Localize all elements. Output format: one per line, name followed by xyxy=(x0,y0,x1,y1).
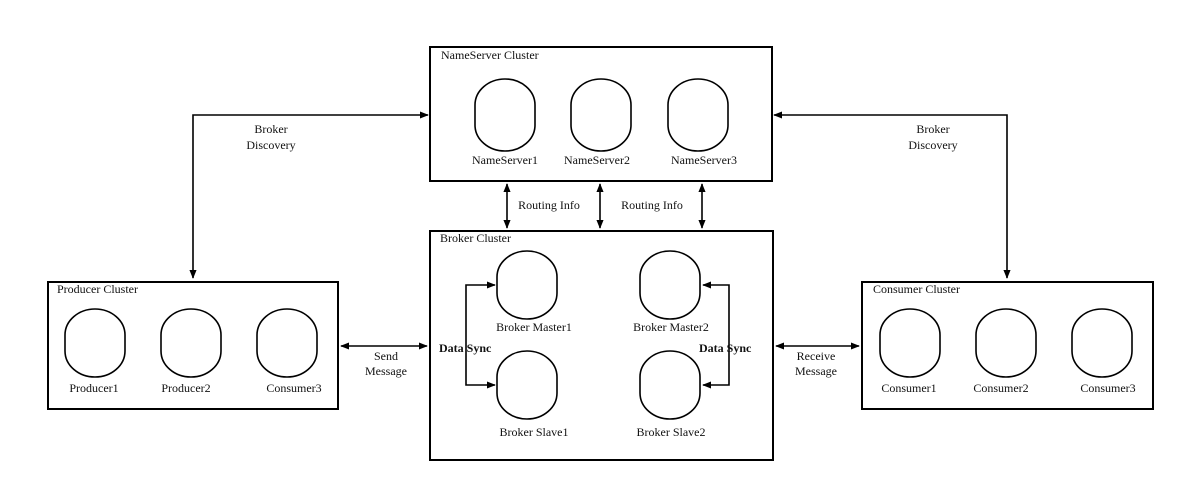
broker-master2-node xyxy=(639,250,701,320)
consumer3-node xyxy=(1071,308,1133,378)
nameserver1-node xyxy=(474,78,536,152)
data-sync-left-label: Data Sync xyxy=(439,341,492,355)
broker-discovery-left-label-line2: Discovery xyxy=(246,138,295,152)
nameserver-cluster: NameServer Cluster NameServer1 NameServe… xyxy=(429,46,773,182)
data-sync-left-arrow xyxy=(465,281,496,389)
producer-cluster-consumer3-label: Consumer3 xyxy=(266,381,321,395)
nameserver1-label: NameServer1 xyxy=(472,153,538,167)
producer-cluster: Producer Cluster Producer1 Producer2 Con… xyxy=(47,281,339,410)
data-sync-right-arrow xyxy=(702,281,730,389)
nameserver3-node xyxy=(667,78,729,152)
broker-cluster: Broker Cluster Broker Master1 Broker Mas… xyxy=(429,230,774,461)
producer1-node xyxy=(64,308,126,378)
broker-slave2-label: Broker Slave2 xyxy=(637,425,706,439)
routing-info-label-left: Routing Info xyxy=(518,198,580,212)
broker-slave1-node xyxy=(496,350,558,420)
nameserver2-node xyxy=(570,78,632,152)
broker-discovery-left-label-line1: Broker xyxy=(254,122,287,136)
broker-discovery-right-label-line2: Discovery xyxy=(908,138,957,152)
producer-cluster-title: Producer Cluster xyxy=(57,282,138,296)
nameserver3-label: NameServer3 xyxy=(671,153,737,167)
consumer-cluster: Consumer Cluster Consumer1 Consumer2 Con… xyxy=(861,281,1154,410)
broker-master1-node xyxy=(496,250,558,320)
consumer2-node xyxy=(975,308,1037,378)
routing-info-label-right: Routing Info xyxy=(621,198,683,212)
broker-discovery-right-label-line1: Broker xyxy=(916,122,949,136)
data-sync-right-label: Data Sync xyxy=(699,341,752,355)
broker-master2-label: Broker Master2 xyxy=(633,320,709,334)
broker-cluster-title: Broker Cluster xyxy=(440,231,511,245)
producer2-label: Producer2 xyxy=(161,381,210,395)
receive-message-label-line1: Receive xyxy=(797,349,836,363)
send-message-label-line1: Send xyxy=(374,349,398,363)
broker-discovery-left-arrow xyxy=(189,111,429,279)
producer-cluster-consumer3-node xyxy=(256,308,318,378)
producer1-label: Producer1 xyxy=(69,381,118,395)
producer2-node xyxy=(160,308,222,378)
nameserver-cluster-title: NameServer Cluster xyxy=(441,48,539,62)
broker-slave2-node xyxy=(639,350,701,420)
nameserver2-label: NameServer2 xyxy=(564,153,630,167)
consumer2-label: Consumer2 xyxy=(973,381,1028,395)
broker-discovery-right-arrow xyxy=(773,111,1011,279)
broker-slave1-label: Broker Slave1 xyxy=(500,425,569,439)
receive-message-label-line2: Message xyxy=(795,364,837,378)
consumer-cluster-title: Consumer Cluster xyxy=(873,282,960,296)
consumer1-node xyxy=(879,308,941,378)
send-message-label-line2: Message xyxy=(365,364,407,378)
consumer3-label: Consumer3 xyxy=(1080,381,1135,395)
broker-master1-label: Broker Master1 xyxy=(496,320,572,334)
consumer1-label: Consumer1 xyxy=(881,381,936,395)
